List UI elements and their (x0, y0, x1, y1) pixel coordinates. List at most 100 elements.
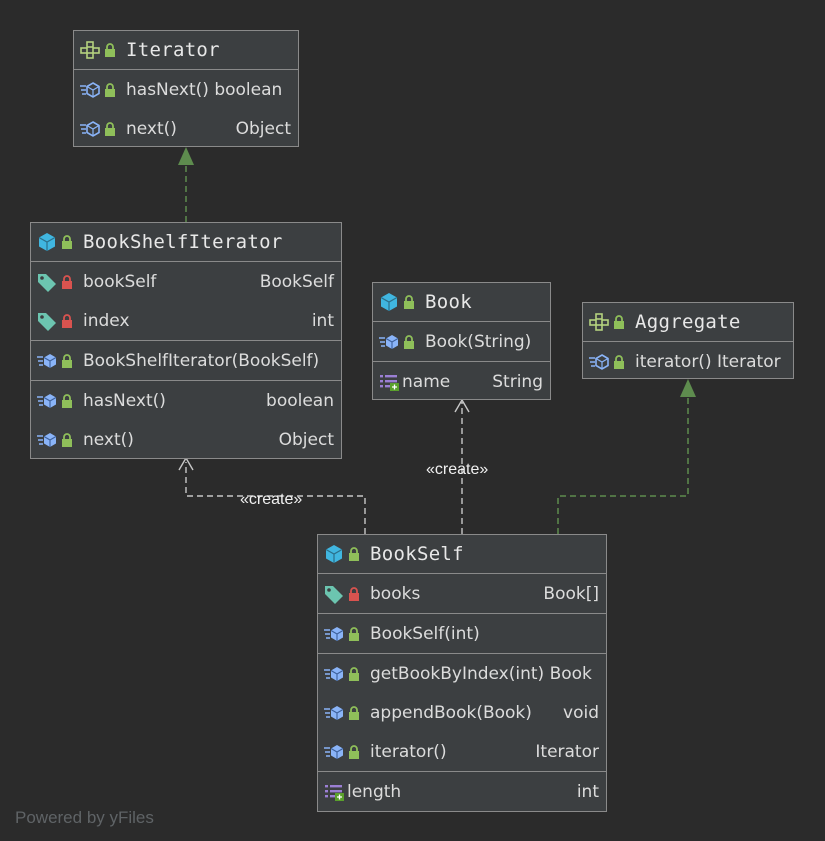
method-row[interactable]: appendBook(Book) void (318, 693, 606, 732)
lock-icon (60, 234, 74, 250)
method-row[interactable]: getBookByIndex(int) Book (318, 654, 606, 693)
lock-icon (103, 121, 117, 137)
watermark: Powered by yFiles (15, 808, 154, 827)
property-name: name (402, 371, 451, 392)
interface-icon (588, 312, 610, 332)
method-type: Object (278, 429, 334, 450)
field-name: bookSelf (83, 271, 157, 292)
field-name: index (83, 310, 130, 331)
method-row[interactable]: next() Object (74, 109, 298, 148)
property-row[interactable]: length int (318, 772, 606, 811)
field-type: BookSelf (259, 271, 334, 292)
method-type: Object (235, 118, 291, 139)
constructor-name: BookSelf(int) (370, 623, 480, 644)
property-icon (323, 782, 345, 802)
create-label-book: «create» (426, 461, 489, 478)
bookself-node[interactable]: BookSelf books Book[] BookSelf(int) getB… (317, 534, 607, 812)
method-name: hasNext() (83, 390, 166, 411)
abstract-method-icon (588, 352, 610, 372)
class-icon (378, 292, 400, 312)
lock-icon (103, 42, 117, 58)
method-row[interactable]: next() Object (31, 420, 341, 459)
property-row[interactable]: name String (373, 362, 550, 401)
bookshelfiterator-node[interactable]: BookShelfIterator bookSelf BookSelf inde… (30, 222, 342, 459)
method-row[interactable]: iterator() Iterator (583, 342, 793, 381)
class-title: Iterator (126, 39, 220, 61)
interface-icon (79, 40, 101, 60)
method-name: next() (83, 429, 134, 450)
method-name: next() (126, 118, 177, 139)
class-title: Aggregate (635, 311, 741, 333)
field-tag-icon (323, 584, 345, 604)
method-type: Iterator (535, 741, 599, 762)
class-title: BookShelfIterator (83, 231, 283, 253)
iterator-header: Iterator (74, 31, 298, 69)
class-icon (323, 544, 345, 564)
property-type: int (576, 781, 599, 802)
method-icon (323, 703, 345, 723)
method-name: hasNext() boolean (126, 79, 283, 100)
method-icon (36, 391, 58, 411)
field-row[interactable]: index int (31, 301, 341, 340)
lock-icon (612, 354, 626, 370)
aggregate-node[interactable]: Aggregate iterator() Iterator (582, 302, 794, 379)
class-title: BookSelf (370, 543, 464, 565)
lock-icon (60, 274, 74, 290)
constructor-row[interactable]: BookSelf(int) (318, 614, 606, 653)
method-icon (378, 332, 400, 352)
method-icon (36, 351, 58, 371)
lock-icon (347, 744, 361, 760)
create-label-bookshelfiterator: «create» (240, 491, 303, 508)
method-icon (36, 430, 58, 450)
lock-icon (402, 334, 416, 350)
realization-edge-bookshelfiterator-iterator (178, 147, 194, 222)
method-type: void (563, 702, 599, 723)
abstract-method-icon (79, 119, 101, 139)
lock-icon (347, 705, 361, 721)
constructor-row[interactable]: Book(String) (373, 322, 550, 361)
lock-icon (402, 294, 416, 310)
create-edge-bookself-book (454, 398, 470, 534)
book-header: Book (373, 283, 550, 321)
lock-icon (347, 626, 361, 642)
lock-icon (612, 314, 626, 330)
method-name: appendBook(Book) (370, 702, 532, 723)
constructor-row[interactable]: BookShelfIterator(BookSelf) (31, 341, 341, 380)
aggregate-header: Aggregate (583, 303, 793, 341)
lock-icon (60, 393, 74, 409)
method-type: boolean (266, 390, 334, 411)
method-name: getBookByIndex(int) Book (370, 663, 592, 684)
lock-icon (60, 313, 74, 329)
book-node[interactable]: Book Book(String) name String (372, 282, 551, 400)
method-name: iterator() Iterator (635, 351, 781, 372)
field-type: int (311, 310, 334, 331)
class-icon (36, 232, 58, 252)
class-title: Book (425, 291, 472, 313)
method-icon (323, 624, 345, 644)
bookshelfiterator-header: BookShelfIterator (31, 223, 341, 261)
lock-icon (347, 546, 361, 562)
field-name: books (370, 583, 421, 604)
constructor-name: Book(String) (425, 331, 532, 352)
method-icon (323, 664, 345, 684)
property-type: String (492, 371, 543, 392)
lock-icon (347, 666, 361, 682)
constructor-name: BookShelfIterator(BookSelf) (83, 350, 320, 371)
method-name: iterator() (370, 741, 447, 762)
field-tag-icon (36, 311, 58, 331)
method-row[interactable]: iterator() Iterator (318, 732, 606, 771)
lock-icon (60, 353, 74, 369)
abstract-method-icon (79, 80, 101, 100)
method-row[interactable]: hasNext() boolean (74, 70, 298, 109)
iterator-node[interactable]: Iterator hasNext() boolean next() Object (73, 30, 299, 147)
bookself-header: BookSelf (318, 535, 606, 573)
field-row[interactable]: bookSelf BookSelf (31, 262, 341, 301)
field-tag-icon (36, 272, 58, 292)
method-row[interactable]: hasNext() boolean (31, 381, 341, 420)
property-name: length (347, 781, 402, 802)
field-row[interactable]: books Book[] (318, 574, 606, 613)
lock-icon (103, 82, 117, 98)
realization-edge-bookself-aggregate (557, 379, 696, 534)
method-icon (323, 742, 345, 762)
field-type: Book[] (543, 583, 599, 604)
